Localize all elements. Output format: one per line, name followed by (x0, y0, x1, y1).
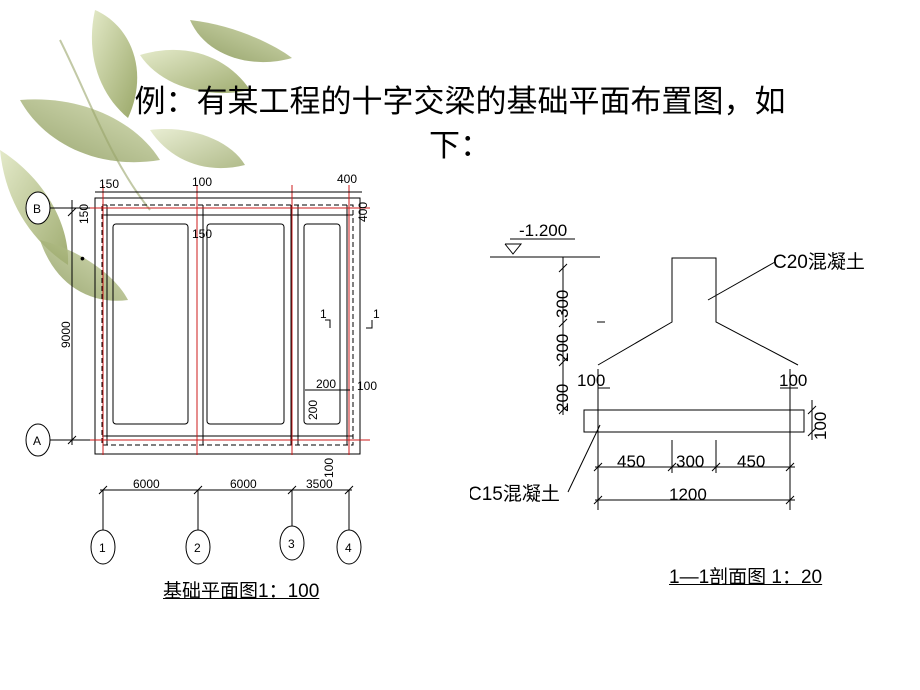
dim-span-1: 6000 (133, 477, 160, 491)
axis-label-4: 4 (345, 541, 352, 555)
dim-inner-150: 150 (192, 227, 212, 241)
dim-bottom-100: 100 (322, 458, 336, 478)
axis-label-3: 3 (288, 537, 295, 551)
dim-200-upper-vert: 200 (553, 334, 572, 362)
dim-height-9000: 9000 (59, 321, 73, 348)
plan-panel-1 (112, 223, 189, 425)
leaf-4 (20, 99, 160, 163)
dim-top-400: 400 (337, 172, 357, 186)
foundation-plan: B A 1 2 3 4 150 100 400 150 400 150 9000… (25, 172, 380, 565)
leaf-3 (140, 49, 250, 94)
dim-450-left: 450 (617, 452, 645, 471)
dim-100-right: 100 (779, 371, 807, 390)
dim-450-right: 450 (737, 452, 765, 471)
leaf-6 (40, 240, 128, 301)
section-caption: 1—1剖面图 1：20 (669, 567, 823, 588)
plan-panel-2 (206, 223, 285, 425)
dim-100-slab-vert: 100 (811, 412, 830, 440)
axis-label-1: 1 (99, 541, 106, 555)
section-concrete-bottom: C15混凝土 (470, 483, 560, 505)
leaf-2 (190, 20, 292, 63)
dim-100: 100 (357, 379, 377, 393)
title-line-2: 下： (429, 128, 491, 164)
plan-caption: 基础平面图1：100 (163, 581, 320, 602)
plan-inner-outline (101, 204, 354, 446)
slide-title: 例：有某工程的十字交梁的基础平面布置图，如 下： (60, 80, 860, 168)
section-pedestal-outline (597, 257, 799, 366)
dim-300-vert: 300 (553, 290, 572, 318)
section-mark-left: 1 (320, 307, 327, 321)
section-concrete-top: C20混凝土 (773, 251, 865, 273)
dim-200: 200 (316, 377, 336, 391)
section-mark-right: 1 (373, 307, 380, 321)
dim-left-150: 150 (77, 204, 91, 224)
dim-top-150: 150 (99, 177, 119, 191)
section-slab-c15 (583, 409, 805, 433)
section-drawing: -1.200 C20混凝土 C15混凝土 300 200 200 100 100… (470, 221, 865, 510)
dim-100-left: 100 (577, 371, 605, 390)
title-line-1: 例：有某工程的十字交梁的基础平面布置图，如 (134, 84, 786, 120)
axis-label-2: 2 (194, 541, 201, 555)
dim-top-400-vert: 400 (356, 202, 370, 222)
section-elevation: -1.200 (519, 221, 567, 240)
leaf-1 (91, 10, 138, 118)
leaf-7 (150, 129, 245, 169)
axis-label-b: B (33, 202, 41, 216)
axis-label-a: A (33, 434, 41, 448)
dim-200-lower-vert: 200 (553, 384, 572, 412)
dim-span-3: 3500 (306, 477, 333, 491)
dim-top-100: 100 (192, 175, 212, 189)
dim-1200: 1200 (669, 485, 707, 504)
plan-panel-3 (303, 223, 341, 425)
dim-200-vert: 200 (306, 400, 320, 420)
dim-300-mid: 300 (676, 452, 704, 471)
dim-span-2: 6000 (230, 477, 257, 491)
plan-outer-outline (94, 197, 361, 455)
bullet-marker: • (80, 250, 85, 266)
